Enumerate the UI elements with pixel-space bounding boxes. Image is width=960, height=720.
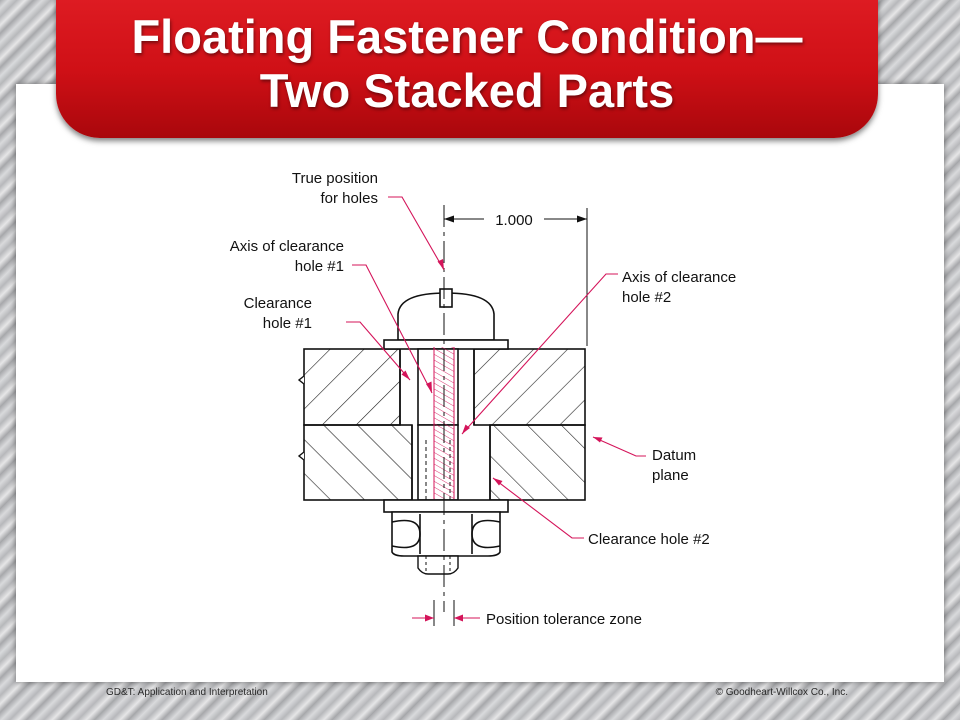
break-mark <box>297 375 305 461</box>
slide-title-line2: Two Stacked Parts <box>259 64 675 117</box>
footer-copyright: © Goodheart-Willcox Co., Inc. <box>715 687 848 698</box>
slide-title-line1: Floating Fastener Condition— <box>131 10 803 63</box>
label-datum-plane: Datum <box>652 447 696 464</box>
footer-course-title: GD&T: Application and Interpretation <box>106 687 268 698</box>
screw-head <box>383 288 509 350</box>
label-axis-hole-1: Axis of clearance <box>230 238 344 255</box>
label-clearance-hole-1: hole #1 <box>263 315 312 332</box>
fastener-diagram: 1.000 True position for holes Axis of cl… <box>196 160 756 636</box>
label-axis-hole-2: Axis of clearance <box>622 269 736 286</box>
title-banner <box>56 0 878 138</box>
dimension-value: 1.000 <box>495 212 533 229</box>
label-datum-plane: plane <box>652 467 689 484</box>
slide-title: Floating Fastener Condition— Two Stacked… <box>56 10 878 118</box>
label-true-position: True position <box>292 170 378 187</box>
screw-tip <box>417 555 459 575</box>
dimension-1-000: 1.000 <box>444 212 587 229</box>
tolerance-zone-dimension <box>412 600 480 626</box>
label-clearance-hole-2: Clearance hole #2 <box>588 531 710 548</box>
label-axis-hole-1: hole #1 <box>295 258 344 275</box>
leader-lines <box>346 196 646 539</box>
label-true-position: for holes <box>320 190 378 207</box>
hex-nut <box>383 499 509 557</box>
clearance-holes <box>399 349 491 500</box>
label-tolerance-zone: Position tolerance zone <box>486 611 642 628</box>
leader-arrowheads <box>401 259 603 486</box>
label-clearance-hole-1: Clearance <box>244 295 312 312</box>
label-axis-hole-2: hole #2 <box>622 289 671 306</box>
